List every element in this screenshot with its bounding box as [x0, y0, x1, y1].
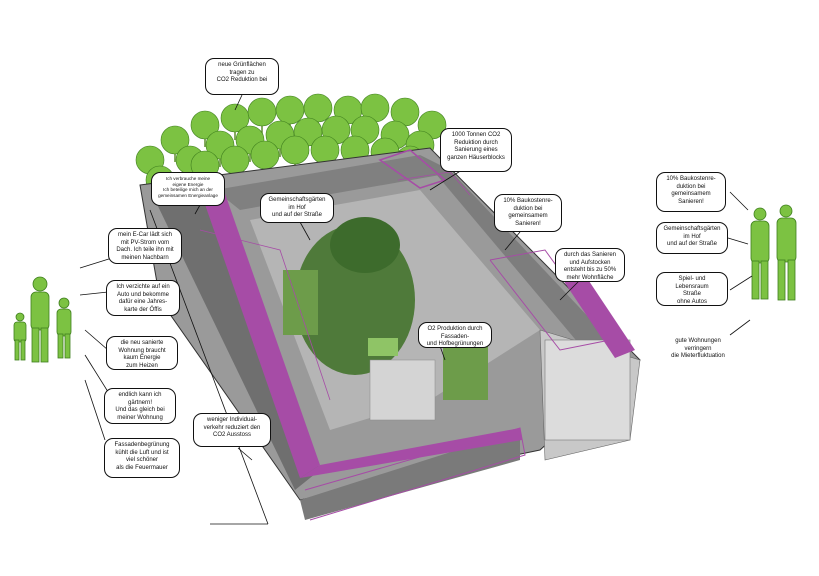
callout-living-space: durch das Sanieren und Aufstocken entste…	[555, 248, 625, 282]
tree-icon	[190, 110, 220, 140]
tree-icon	[247, 97, 277, 127]
callout-play-space: Spiel- und Lebensraum Straße ohne Autos	[656, 272, 728, 306]
callout-green-areas: neue Grünflächen tragen zu CO2 Reduktion…	[205, 58, 279, 95]
person-icon	[776, 204, 797, 301]
green-roof	[368, 338, 398, 356]
person-icon	[30, 276, 50, 363]
tree-icon	[250, 140, 280, 170]
callout-co2-reduction: 1000 Tonnen CO2 Reduktion durch Sanierun…	[440, 128, 512, 172]
tree-icon	[275, 95, 305, 125]
callout-shared-gardens: Gemeinschaftsgärten im Hof und auf der S…	[260, 193, 334, 223]
building-block	[139, 147, 641, 521]
callout-cost-share-right: 10% Baukostenre- duktion bei gemeinsamem…	[656, 172, 726, 212]
callout-less-traffic: weniger Individual- verkehr reduziert de…	[193, 413, 271, 447]
courtyard-tree-large	[330, 217, 400, 273]
person-icon	[13, 312, 27, 361]
extension-outline-left	[199, 229, 331, 401]
extension-outline-right	[489, 249, 611, 351]
callout-good-flats: gute Wohnungen verringern die Mieterfluk…	[663, 338, 733, 361]
callout-shared-gardens-right: Gemeinschaftsgärten im Hof und auf der S…	[656, 222, 728, 254]
callout-facade-green: Fassadenbegrünung kühlt die Luft und ist…	[104, 438, 180, 478]
callout-cost-share-center: 10% Baukostenre- duktion bei gemeinsamem…	[494, 194, 562, 232]
person-icon	[750, 207, 770, 300]
tree-icon	[220, 145, 250, 175]
front-building	[369, 359, 436, 421]
couple-right	[750, 204, 797, 301]
family-left	[13, 276, 72, 363]
tree-icon	[280, 135, 310, 165]
callout-no-car: Ich verzichte auf ein Auto und bekomme d…	[106, 280, 180, 316]
pv-roof-left	[200, 185, 320, 478]
callout-ecar: mein E-Car lädt sich mit PV-Strom vom Da…	[108, 228, 182, 264]
callout-o2-production: O2 Produktion durch Fassaden- und Hofbeg…	[418, 322, 492, 348]
extension-outline-front	[304, 427, 526, 521]
tree-icon	[160, 125, 190, 155]
extension-outline-top	[397, 171, 471, 196]
green-facade-left	[283, 270, 318, 335]
tree-icon	[220, 103, 250, 133]
green-facade-right	[443, 345, 488, 400]
front-facade	[300, 430, 520, 520]
callout-energy-use: Ich verbrauche meine eigene Energie Ich …	[151, 172, 225, 206]
pv-roof-front	[300, 428, 522, 478]
callout-renovated-flat: die neu sanierte Wohnung braucht kaum En…	[106, 336, 178, 370]
trees-group	[135, 93, 447, 202]
person-icon	[56, 297, 72, 359]
callout-gardening: endlich kann ich gärtnern! Und das gleic…	[104, 388, 176, 424]
